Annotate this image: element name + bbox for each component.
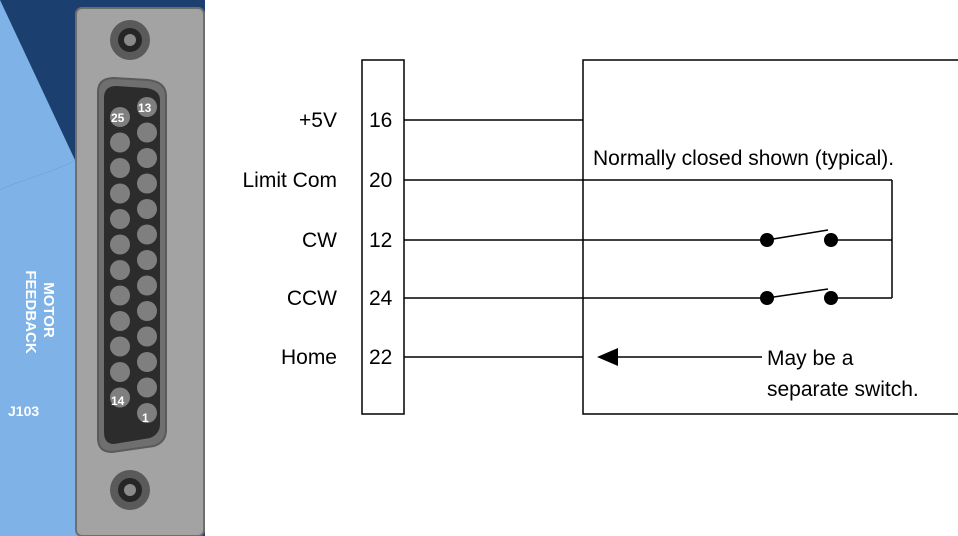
connector-pin xyxy=(137,403,157,423)
connector-pin xyxy=(110,285,130,306)
signal-label: +5V xyxy=(299,109,337,132)
pin-label-25: 25 xyxy=(111,111,125,125)
connector-pin xyxy=(137,250,157,270)
connector-pin xyxy=(137,301,157,321)
terminal-pin-number: 12 xyxy=(369,229,392,252)
ccw-switch-contact-right xyxy=(824,291,838,305)
connector-pin xyxy=(110,336,130,357)
connector-pin xyxy=(137,326,157,347)
panel-label-feedback: FEEDBACK xyxy=(22,270,39,354)
pin-label-13: 13 xyxy=(138,101,152,115)
signal-label: Limit Com xyxy=(242,169,337,192)
ccw-switch-blade xyxy=(766,288,829,299)
wiring xyxy=(404,59,958,415)
normally-closed-note: Normally closed shown (typical). xyxy=(593,147,894,170)
connector-pins xyxy=(110,97,157,423)
terminal-pin-number: 22 xyxy=(369,346,392,369)
connector-pin xyxy=(137,122,157,143)
connector-pin xyxy=(110,387,130,408)
connector-pin xyxy=(110,107,130,127)
device-box xyxy=(582,59,958,415)
home-note-line2: separate switch. xyxy=(767,378,919,401)
ccw-switch-contact-left xyxy=(760,291,774,305)
cw-switch-blade xyxy=(766,229,829,241)
signal-label: Home xyxy=(281,346,337,369)
panel-light-wedge xyxy=(0,160,75,480)
home-note-line1: May be a xyxy=(767,347,854,370)
connector-pin xyxy=(137,224,157,245)
connector-pin xyxy=(110,311,130,331)
pin-label-14: 14 xyxy=(111,394,125,408)
terminal-pin-number: 20 xyxy=(369,169,392,192)
connector-pin xyxy=(137,275,157,296)
connector-pin xyxy=(137,377,157,398)
terminal-pin-number: 16 xyxy=(369,109,392,132)
connector-pin xyxy=(137,352,157,372)
panel-label-motor: MOTOR xyxy=(40,282,57,338)
connector-pin xyxy=(137,97,157,117)
signal-label: CW xyxy=(302,229,337,252)
connector-pin xyxy=(137,148,157,168)
pin-label-1: 1 xyxy=(142,411,149,425)
terminal-pin-number: 24 xyxy=(369,287,393,310)
connector-pin xyxy=(137,173,157,194)
terminal-block xyxy=(361,59,405,415)
signal-label: CCW xyxy=(287,287,337,310)
connector-pin xyxy=(110,260,130,280)
connector-pin xyxy=(110,209,130,229)
cw-switch-contact-left xyxy=(760,233,774,247)
connector-id: J103 xyxy=(8,403,39,419)
top-mounting-screw xyxy=(110,20,150,60)
bottom-mounting-screw xyxy=(110,470,150,510)
db25-connector: 25 13 14 1 xyxy=(75,7,205,536)
connector-pin xyxy=(110,132,130,153)
cw-switch-contact-right xyxy=(824,233,838,247)
connector-pin xyxy=(110,234,130,255)
connector-pin xyxy=(110,362,130,382)
home-arrow-head xyxy=(597,348,618,366)
connector-pin xyxy=(110,158,130,178)
connector-pin xyxy=(137,199,157,219)
connector-pin xyxy=(110,183,130,204)
